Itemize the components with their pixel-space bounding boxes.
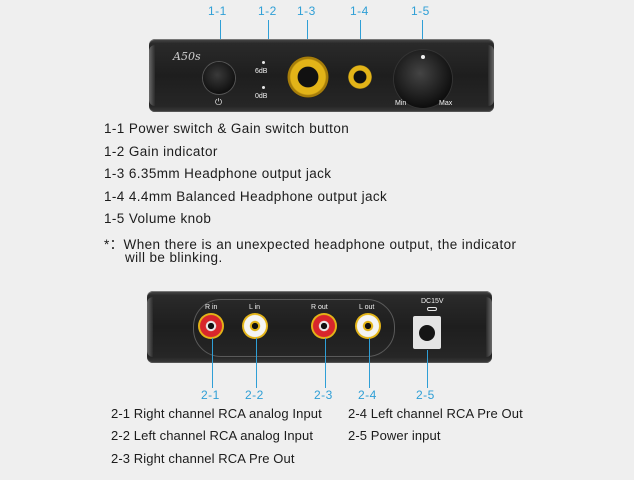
legend-2-3: 2-3 Right channel RCA Pre Out	[111, 451, 295, 466]
label-r-in: R in	[205, 304, 218, 311]
leader-line-2-4	[369, 338, 370, 388]
note-line-1: *：When there is an unexpected headphone …	[104, 237, 517, 252]
callout-1-5: 1-5	[411, 4, 430, 18]
leader-line-2-2	[256, 338, 257, 388]
rca-jack-r-out[interactable]	[311, 313, 337, 339]
leader-line-1-5	[422, 20, 423, 50]
leader-line-2-1	[212, 338, 213, 388]
rca-jack-l-in[interactable]	[242, 313, 268, 339]
power-gain-button[interactable]	[203, 62, 235, 94]
dc-polarity-icon	[427, 307, 437, 311]
legend-2-4: 2-4 Left channel RCA Pre Out	[348, 406, 523, 421]
knob-indicator-dot	[421, 55, 425, 59]
callout-2-1: 2-1	[201, 388, 220, 402]
volume-knob[interactable]	[394, 50, 452, 108]
rear-panel: R in L in R out L out DC15V	[147, 291, 492, 363]
legend-1-1: 1-1 Power switch & Gain switch button	[104, 121, 350, 136]
leader-line-2-5	[427, 350, 428, 388]
dc-power-jack[interactable]	[413, 316, 441, 349]
callout-1-4: 1-4	[350, 4, 369, 18]
legend-1-5: 1-5 Volume knob	[104, 211, 212, 226]
legend-1-3: 1-3 6.35mm Headphone output jack	[104, 166, 332, 181]
gain-led-6db	[262, 61, 265, 64]
knob-min-label: Min	[395, 100, 407, 107]
gain-label-0db: 0dB	[255, 93, 268, 100]
power-icon: ⏻	[215, 97, 223, 107]
gain-led-0db	[262, 86, 265, 89]
legend-1-2: 1-2 Gain indicator	[104, 144, 218, 159]
knob-max-label: Max	[439, 100, 453, 107]
legend-2-5: 2-5 Power input	[348, 428, 441, 443]
callout-2-4: 2-4	[358, 388, 377, 402]
leader-line-2-3	[325, 338, 326, 388]
label-l-out: L out	[359, 304, 375, 311]
rca-jack-l-out[interactable]	[355, 313, 381, 339]
gain-label-6db: 6dB	[255, 68, 268, 75]
legend-2-2: 2-2 Left channel RCA analog Input	[111, 428, 314, 443]
dc-jack-hole	[419, 325, 435, 341]
rca-bezel	[193, 299, 395, 357]
label-dc: DC15V	[421, 298, 444, 305]
balanced-jack-4-4mm[interactable]	[348, 65, 372, 89]
callout-1-3: 1-3	[297, 4, 316, 18]
leader-line-1-3	[307, 20, 308, 56]
callout-2-2: 2-2	[245, 388, 264, 402]
label-r-out: R out	[311, 304, 328, 311]
legend-1-4: 1-4 4.4mm Balanced Headphone output jack	[104, 189, 388, 204]
model-name: A50s	[173, 50, 201, 63]
front-panel: A50s ⏻ 6dB 0dB Min Max	[149, 39, 494, 112]
callout-2-5: 2-5	[416, 388, 435, 402]
callout-1-1: 1-1	[208, 4, 227, 18]
label-l-in: L in	[249, 304, 261, 311]
note-line-2: will be blinking.	[125, 250, 223, 265]
legend-2-1: 2-1 Right channel RCA analog Input	[111, 406, 322, 421]
headphone-jack-6-35mm[interactable]	[287, 56, 329, 98]
callout-1-2: 1-2	[258, 4, 277, 18]
leader-line-1-2	[268, 20, 269, 56]
callout-2-3: 2-3	[314, 388, 333, 402]
rca-jack-r-in[interactable]	[198, 313, 224, 339]
